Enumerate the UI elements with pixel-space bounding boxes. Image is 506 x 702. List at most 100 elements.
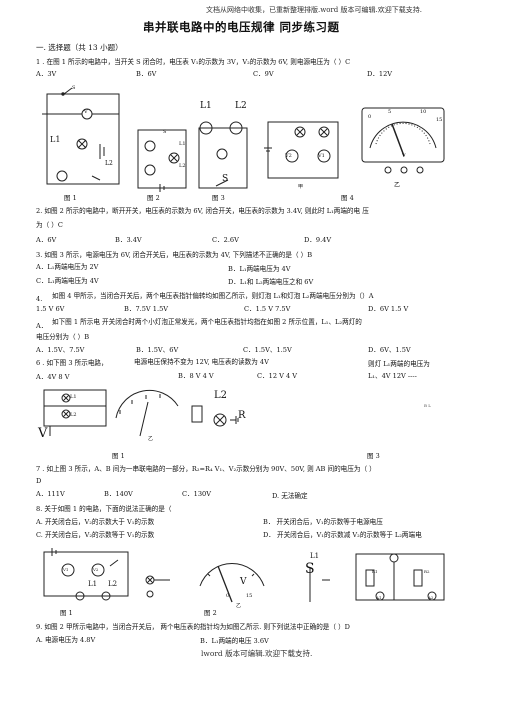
page-title: 串并联电路中的电压规律 同步练习题: [143, 20, 340, 34]
q5-option-c: C．1.5V、1.5V: [243, 346, 292, 354]
figure-4-yi-voltmeter: [358, 104, 448, 188]
q6-option-c: C．12 V 4 V: [257, 372, 298, 380]
fig4-scale-15: 15: [436, 117, 443, 123]
fig1-l2-label: L2: [105, 160, 113, 167]
figure-1-q8-circuit: [40, 546, 132, 600]
fig3-s-label: S: [222, 174, 229, 184]
row3-fig3-r1-label: R1: [372, 569, 378, 574]
figure-3-circuit: [194, 106, 254, 192]
q1-option-c: C．9V: [253, 70, 274, 78]
q4-option-b: B．7.5V 1.5V: [124, 305, 169, 313]
fig1-s-label: S: [72, 85, 76, 91]
q5-option-b: B．1.5V、6V: [136, 346, 179, 354]
q1-option-b: B．6V: [136, 70, 157, 78]
question-1-stem: 1 . 在图 1 所示的电路中，当开关 S 闭合时，电压表 V₁的示数为 3V，…: [36, 58, 351, 66]
figure-2-voltmeter-dial: [112, 388, 182, 440]
q3-option-c: C．L₁两端电压为 4V: [36, 277, 99, 285]
row3-fig2b-l1-label: L1: [310, 552, 320, 560]
q7-option-d: D. 无法确定: [272, 492, 308, 500]
fig4-jia-label: 甲: [298, 184, 304, 190]
row3-fig2-v-label: V: [240, 577, 247, 587]
q7-option-b: B．140V: [104, 490, 133, 498]
q6-option-a: A．4V 8 V: [36, 373, 70, 381]
q7-option-c: C．130V: [182, 490, 211, 498]
question-6-stem: 6 . 如下图 3 所示电路，: [36, 359, 108, 367]
fig2-s-label: S: [163, 129, 167, 135]
figure-3-series-circuit: [190, 396, 246, 440]
q8-option-a: A. 开关闭合后，V₂的示数大于 V₁的示数: [36, 518, 155, 526]
fig3-l2-label: L2: [235, 101, 247, 111]
question-4-stem: 如图 4 甲所示，当闭合开关后，两个电压表指针偏转均如图乙所示，则灯泡 L₁和灯…: [52, 292, 374, 300]
footer-note: lword 版本可编辑.欢迎下载支持.: [201, 649, 313, 658]
question-4-number: 4.: [36, 295, 43, 303]
fig1-caption: 图 1: [64, 194, 77, 202]
fig4-v2-label: V2: [285, 153, 292, 159]
figure-2-yi-voltmeter: [196, 552, 268, 608]
section-heading: 一. 选择题（共 13 小题）: [36, 43, 123, 52]
row3-fig1-v1-label: V1: [63, 567, 69, 572]
q6-option-d: L₁、4V 12V ----: [368, 372, 417, 380]
question-5-prefix: A．: [36, 322, 48, 330]
fig4-scale-5: 5: [388, 109, 392, 115]
row3-fig1-l1-label: L1: [88, 580, 98, 588]
q8-option-c: C. 开关闭合后，V₂的示数等于 V₁的示数: [36, 531, 155, 539]
fig3-caption: 图 3: [212, 194, 225, 202]
figure-2-circuit: [134, 126, 190, 192]
q1-option-d: D．12V: [367, 70, 393, 78]
row2-fig1-l2-label: L2: [70, 412, 77, 418]
q9-option-b: B．L₁两端的电压 3.6V: [200, 637, 269, 645]
header-note: 文档从网络中收集，已重新整理排版.word 版本可编辑.欢迎下载支持.: [206, 6, 422, 14]
question-7-answer: D: [36, 477, 42, 485]
q8-option-d: D． 开关闭合后，V₁的示数减 V₂的示数等于 L₂两端电: [263, 531, 422, 539]
q7-option-a: A．111V: [36, 490, 65, 498]
question-7-stem: 7 . 如上图 3 所示，A、B 间为一串联电路的一部分，R₂=R₄ V₁、V₂…: [36, 465, 376, 473]
row3-fig3-a2-label: A2: [428, 595, 434, 600]
q9-option-a: A. 电源电压为 4.8V: [36, 636, 96, 644]
row2-fig1-l1-label: L1: [70, 394, 77, 400]
row3-scale-0: 0: [226, 593, 230, 599]
question-5-stem: 如下图 1 所示电 开关闭合时两个小灯泡正常发光，两个电压表指针均指在如图 2 …: [52, 318, 362, 326]
q3-option-a: A．L₁两端电压为 2V: [36, 263, 99, 271]
q2-option-b: B．3.4V: [115, 236, 142, 244]
question-5-stem-cont: 电压分别为（ ）B: [36, 333, 90, 341]
row2-fig3-l2-label: L2: [214, 390, 228, 401]
q4-option-d: D．6V 1.5 V: [368, 305, 409, 313]
row3-scale-15: 15: [246, 593, 253, 599]
q3-option-b: B．L₁两端电压为 4V: [228, 265, 291, 273]
fig2-l2-label: L2: [179, 163, 186, 169]
question-6-stem-right: 则灯 L₁两端的电压为: [368, 360, 430, 368]
row3-fig1-v2-label: V2: [93, 567, 99, 572]
figure-4-jia-circuit: [262, 118, 346, 188]
fig4-v-label: V: [402, 153, 406, 159]
row3-fig1-l2-label: L2: [108, 580, 118, 588]
q4-option-a: 1.5 V 6V: [36, 305, 65, 313]
fig4-scale-0: 0: [368, 114, 372, 120]
row2-fig1-caption: 图 1: [112, 452, 125, 460]
q8-option-b: B． 开关闭合后，V₁的示数等于电源电压: [263, 518, 383, 526]
figure-3-ammeter-circuit: [350, 548, 450, 606]
figure-1-parallel-circuit: [40, 384, 110, 446]
row3-fig3-a1-label: A1: [376, 595, 382, 600]
row3-fig3-r2-label: R2: [424, 569, 430, 574]
row2-fig3-caption: 图 3: [367, 452, 380, 460]
fig4-scale-10: 10: [420, 109, 427, 115]
q5-option-a: A．1.5V、7.5V: [36, 346, 85, 354]
q5-option-d: D．6V、1.5V: [368, 346, 411, 354]
fig4-caption: 图 4: [341, 194, 354, 202]
row3-fig2-caption: 图 2: [204, 609, 217, 617]
row2-fig3-r-label: R: [238, 410, 246, 421]
row3-fig2b-s-label: S: [305, 561, 315, 577]
fig2-l1-label: L1: [179, 141, 186, 147]
row3-fig2-yi-label: 乙: [236, 603, 242, 609]
fig3-l1-label: L1: [200, 101, 212, 111]
question-3-stem: 3. 如图 3 所示，电源电压为 6V, 闭合开关后，电压表的示数为 4V, 下…: [36, 251, 313, 259]
question-9-stem: 9. 如图 2 甲所示电路中，当闭合开关后， 两个电压表的指针均为如图乙所示. …: [36, 623, 350, 631]
fig2-caption: 图 2: [147, 194, 160, 202]
fig1-l1-label: L1: [50, 135, 61, 144]
q6-option-b: B．8 V 4 V: [178, 372, 214, 380]
row2-fig1-v-label: V: [38, 426, 48, 441]
q2-option-d: D．9.4V: [304, 236, 332, 244]
question-8-stem: 8. 关于如图 1 的电路，下面的说法正确的是（: [36, 505, 172, 513]
question-6-stem-mid: 电源电压保持不变为 12V, 电压表的读数为 4V: [134, 358, 269, 366]
row2-fig2-yi-label: 乙: [148, 436, 154, 442]
